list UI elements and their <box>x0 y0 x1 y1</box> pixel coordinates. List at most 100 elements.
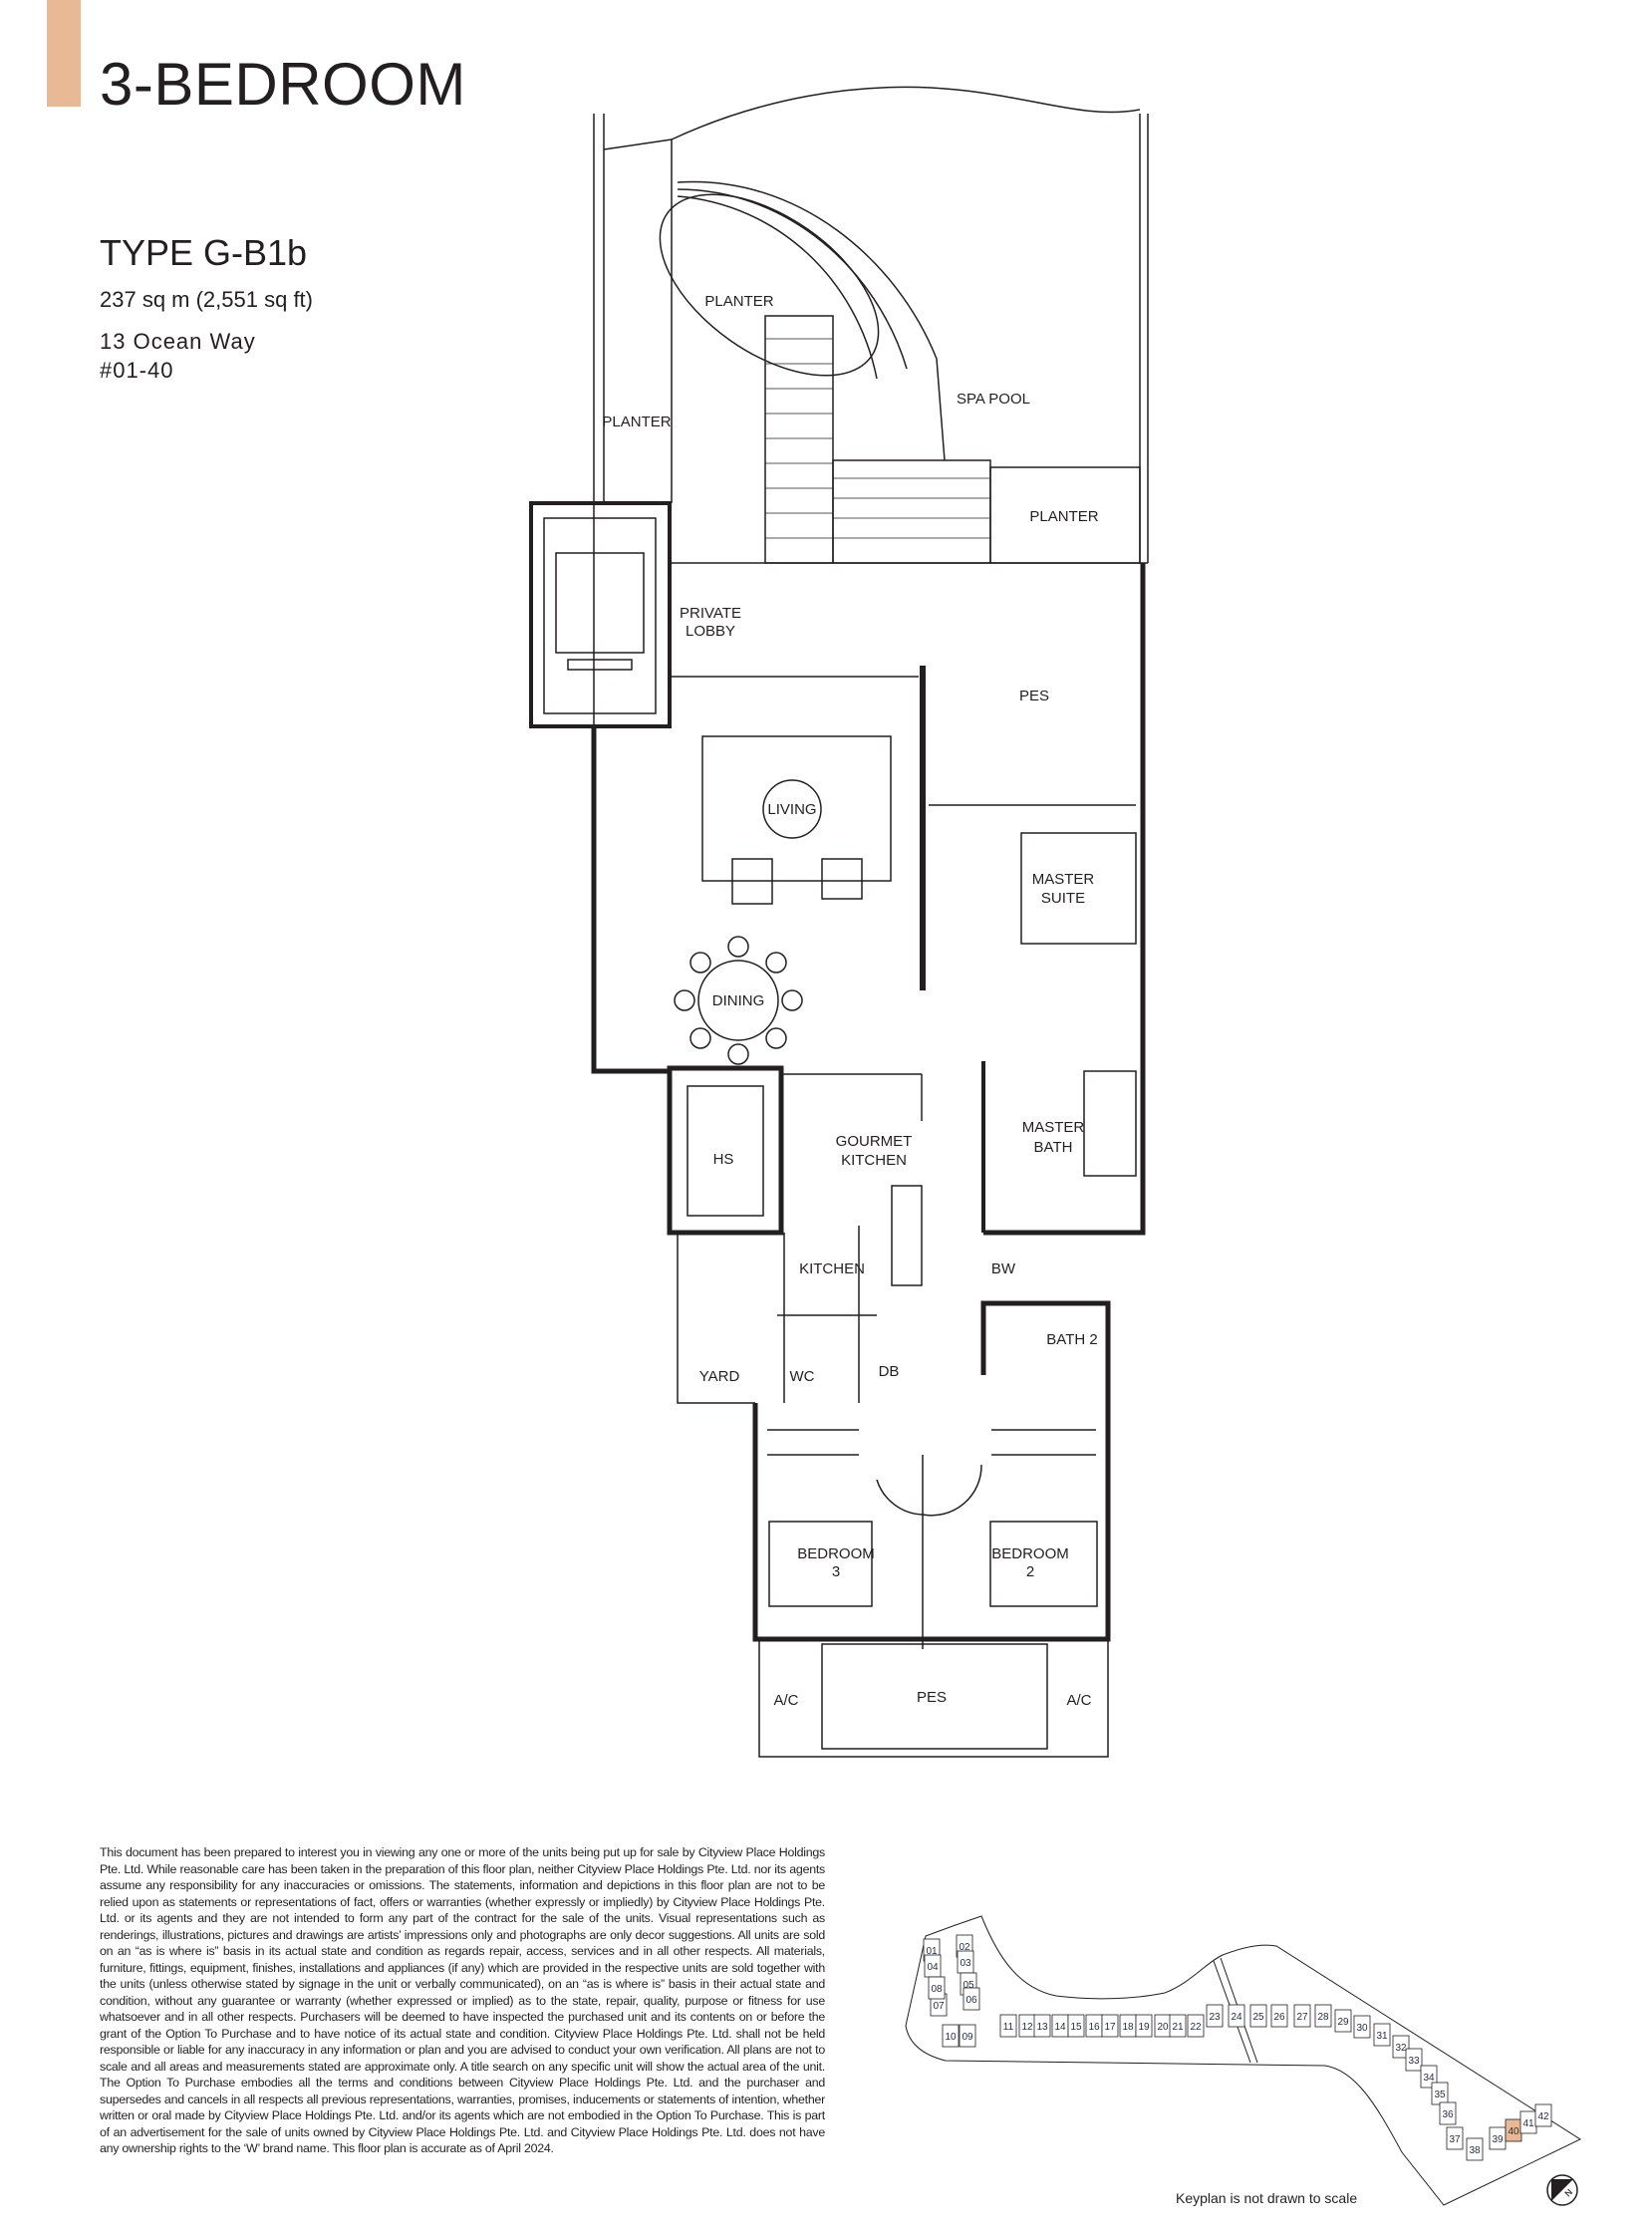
keyplan-unit-box <box>1405 2048 1423 2072</box>
keyplan-unit-box <box>1534 2103 1552 2127</box>
keyplan-unit-box <box>1466 2137 1484 2161</box>
label-dining: DINING <box>712 992 765 1009</box>
keyplan-unit-label: 28 <box>1317 2012 1329 2023</box>
label-planter-right: PLANTER <box>1029 508 1098 525</box>
keyplan-unit-box <box>1353 2015 1371 2039</box>
keyplan-unit-label: 41 <box>1522 2118 1534 2129</box>
label-master-suite: MASTER <box>1032 871 1095 888</box>
label-gourmet-kitchen-2: KITCHEN <box>841 1152 907 1169</box>
keyplan-unit-label: 05 <box>963 1980 974 1991</box>
keyplan-unit-box <box>1314 2004 1332 2028</box>
label-bedroom-2-num: 2 <box>1026 1563 1034 1580</box>
label-planter-left: PLANTER <box>602 414 671 430</box>
keyplan-unit-box <box>1101 2014 1119 2038</box>
keyplan-unit-box <box>1505 2118 1522 2142</box>
keyplan-unit-box <box>1431 2082 1449 2105</box>
keyplan-unit-label: 03 <box>960 1958 971 1969</box>
label-living: LIVING <box>767 801 816 818</box>
label-master-bath-2: BATH <box>1034 1139 1073 1156</box>
keyplan-unit-box <box>1119 2014 1137 2038</box>
keyplan-unit-box <box>1270 2004 1288 2028</box>
keyplan-unit-label: 13 <box>1036 2022 1048 2033</box>
keyplan-unit-box <box>923 1938 941 1962</box>
keyplan-unit-label: 20 <box>1157 2022 1169 2033</box>
disclaimer-text: This document has been prepared to inter… <box>100 1845 825 2155</box>
keyplan-unit-label: 22 <box>1190 2022 1202 2033</box>
keyplan-unit-box <box>1373 2023 1391 2047</box>
keyplan-unit-box <box>963 1987 980 2011</box>
keyplan-unit-label: 10 <box>945 2032 957 2043</box>
keyplan-unit-box <box>960 1972 977 1996</box>
keyplan-unit-box <box>928 1976 946 2000</box>
unit-type: TYPE G-B1b <box>100 232 308 273</box>
keyplan-unit-label: 39 <box>1492 2134 1504 2145</box>
keyplan-unit-box <box>1249 2004 1267 2028</box>
label-bedroom-3: BEDROOM <box>797 1545 875 1562</box>
label-ac-left: A/C <box>773 1692 798 1709</box>
label-master-bath: MASTER <box>1022 1119 1085 1136</box>
label-private-lobby-2: LOBBY <box>686 623 735 640</box>
keyplan-unit-box <box>959 2024 976 2048</box>
keyplan-unit-box <box>1519 2110 1537 2134</box>
address-unit-number: #01-40 <box>100 358 174 383</box>
keyplan-unit-label: 33 <box>1408 2056 1420 2067</box>
keyplan-unit-label: 07 <box>933 2001 945 2012</box>
keyplan-unit-label: 36 <box>1442 2109 1454 2120</box>
keyplan-unit-box <box>956 1934 973 1958</box>
compass-label: N <box>1562 2187 1574 2199</box>
accent-bar <box>47 0 81 107</box>
plan-drawing <box>529 86 1149 1758</box>
keyplan-unit-label: 15 <box>1070 2022 1082 2033</box>
label-pes-bottom: PES <box>917 1689 947 1706</box>
keyplan-unit-box <box>1228 2004 1245 2028</box>
unit-area: 237 sq m (2,551 sq ft) <box>100 287 313 312</box>
keyplan-unit-label: 02 <box>959 1942 970 1953</box>
keyplan-unit-label: 27 <box>1296 2012 1308 2023</box>
keyplan-unit-box <box>1067 2014 1085 2038</box>
keyplan-unit-box <box>1187 2014 1205 2038</box>
keyplan-unit-box <box>1446 2126 1464 2150</box>
keyplan-unit-box <box>1420 2065 1438 2089</box>
keyplan-unit-label: 32 <box>1395 2043 1407 2054</box>
keyplan-unit-label: 08 <box>931 1984 943 1995</box>
keyplan-unit-label: 31 <box>1376 2031 1388 2042</box>
keyplan-unit-box <box>1135 2014 1153 2038</box>
keyplan-unit-box <box>924 1954 942 1978</box>
keyplan-unit-label: 37 <box>1449 2134 1461 2145</box>
label-bedroom-3-num: 3 <box>832 1563 840 1580</box>
label-db: DB <box>879 1363 900 1380</box>
keyplan-unit-label: 09 <box>962 2032 973 2043</box>
keyplan-unit-label: 19 <box>1138 2022 1150 2033</box>
keyplan-unit-label: 01 <box>926 1946 938 1957</box>
keyplan-unit-label: 11 <box>1003 2022 1014 2033</box>
unit-address: 13 Ocean Way #01-40 <box>100 327 256 385</box>
label-private-lobby: PRIVATE <box>680 605 741 622</box>
keyplan-unit-label: 38 <box>1469 2145 1481 2156</box>
floor-plan: PLANTER PLANTER SPA POOL PLANTER PRIVATE… <box>529 86 1149 1758</box>
label-kitchen: KITCHEN <box>799 1260 865 1277</box>
keyplan-unit-label: 21 <box>1172 2022 1184 2033</box>
page-title: 3-BEDROOM <box>100 51 466 118</box>
label-spa-pool: SPA POOL <box>957 391 1030 408</box>
keyplan-unit-label: 34 <box>1423 2073 1435 2084</box>
keyplan-unit-label: 26 <box>1273 2012 1285 2023</box>
keyplan-unit-box <box>1293 2004 1311 2028</box>
keyplan-unit-box <box>1439 2101 1457 2125</box>
keyplan-unit-box <box>1392 2035 1410 2059</box>
keyplan-unit-label: 14 <box>1054 2022 1066 2033</box>
keyplan-unit-box <box>942 2024 960 2048</box>
label-bedroom-2: BEDROOM <box>991 1545 1069 1562</box>
keyplan-note: Keyplan is not drawn to scale <box>1176 2190 1358 2206</box>
keyplan-unit-box <box>1169 2014 1187 2038</box>
keyplan-unit-box <box>1206 2004 1224 2028</box>
label-ac-right: A/C <box>1066 1692 1091 1709</box>
keyplan-unit-box <box>1018 2014 1036 2038</box>
keyplan-unit-box <box>1033 2014 1051 2038</box>
keyplan-unit-label: 06 <box>965 1995 977 2006</box>
label-bw: BW <box>991 1260 1016 1277</box>
keyplan-unit-label: 35 <box>1434 2090 1446 2100</box>
label-pes-top: PES <box>1019 688 1049 704</box>
keyplan-unit-box <box>1154 2014 1172 2038</box>
address-street: 13 Ocean Way <box>100 329 256 354</box>
